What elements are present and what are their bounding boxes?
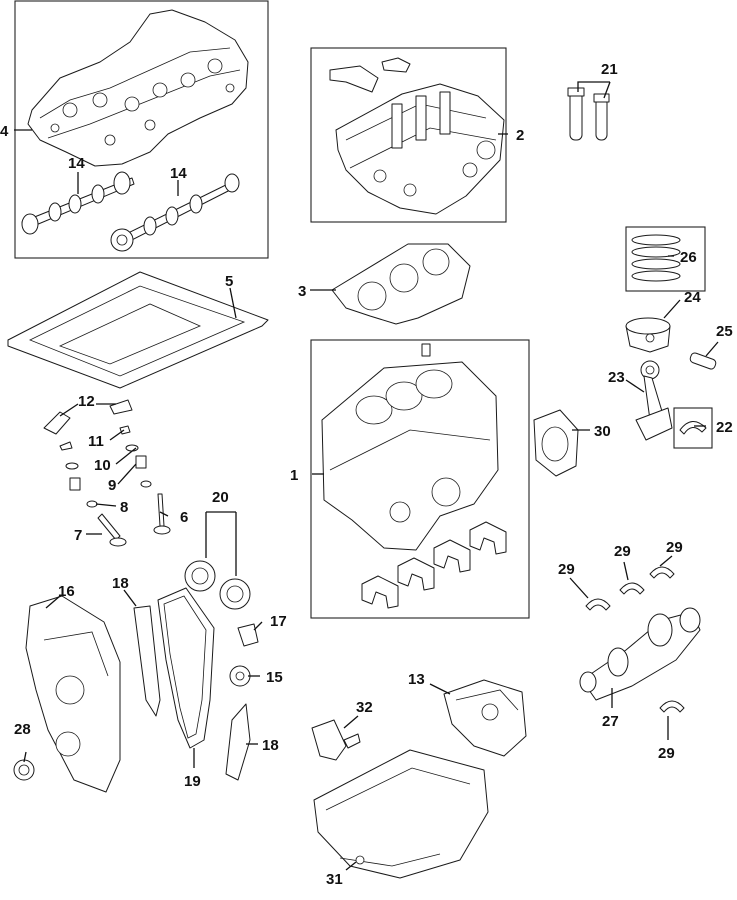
callout-29-upper-3: 29 xyxy=(666,539,683,556)
callout-12: 12 xyxy=(78,393,95,410)
hydraulic-lash-adjusters xyxy=(567,87,610,141)
callout-29-upper-1: 29 xyxy=(558,561,575,578)
cylinder-head xyxy=(329,57,505,215)
callout-4: 4 xyxy=(0,123,9,140)
cylinder-block xyxy=(321,343,499,551)
rocker-arms xyxy=(43,399,133,435)
callout-23: 23 xyxy=(608,369,625,386)
thrust-bearing xyxy=(659,700,685,713)
valve-seals xyxy=(86,480,152,508)
callout-6: 6 xyxy=(180,509,188,526)
exhaust-camshaft xyxy=(110,173,240,252)
chain-guide-rear xyxy=(225,703,251,781)
callout-11: 11 xyxy=(88,433,104,450)
main-bearing-upper-2 xyxy=(619,582,645,595)
crank-front-seal xyxy=(13,759,35,781)
callout-5: 5 xyxy=(225,273,233,290)
piston-pin xyxy=(689,352,717,370)
cylinder-block-box xyxy=(310,339,530,619)
crankshaft xyxy=(579,607,701,701)
callout-18-front: 18 xyxy=(112,575,129,592)
callout-2: 2 xyxy=(516,127,524,144)
callout-22: 22 xyxy=(716,419,733,436)
callout-14-exhaust: 14 xyxy=(170,165,187,182)
callout-9: 9 xyxy=(108,477,116,494)
timing-cover xyxy=(25,595,121,793)
callout-25: 25 xyxy=(716,323,733,340)
callout-1: 1 xyxy=(290,467,298,484)
callout-29-thrust: 29 xyxy=(658,745,675,762)
callout-32: 32 xyxy=(356,699,373,716)
oil-level-sensor xyxy=(311,719,361,761)
exhaust-valve xyxy=(153,493,171,535)
callout-17: 17 xyxy=(270,613,287,630)
callout-7: 7 xyxy=(74,527,82,544)
callout-8: 8 xyxy=(120,499,128,516)
callout-31: 31 xyxy=(326,871,343,888)
main-bearing-upper-1 xyxy=(585,598,611,611)
rear-main-seal xyxy=(533,409,579,477)
callout-13: 13 xyxy=(408,671,425,688)
piston xyxy=(625,317,671,353)
leader-lines xyxy=(14,81,719,871)
oil-pump xyxy=(443,679,527,757)
head-gasket xyxy=(331,243,471,325)
main-bearing-caps xyxy=(361,521,507,609)
timing-chain xyxy=(157,587,215,749)
rod-bearing xyxy=(679,421,707,435)
callout-29-upper-2: 29 xyxy=(614,543,631,560)
callout-3: 3 xyxy=(298,283,306,300)
callout-20: 20 xyxy=(212,489,229,506)
callout-21: 21 xyxy=(601,61,618,78)
piston-rings xyxy=(631,234,681,282)
main-bearing-upper-3 xyxy=(649,566,675,579)
callout-16: 16 xyxy=(58,583,75,600)
crank-sprocket xyxy=(229,665,251,687)
callout-24: 24 xyxy=(684,289,701,306)
oil-pan-gasket xyxy=(7,271,269,389)
cylinder-head-assembly-box xyxy=(310,47,507,223)
callout-18-rear: 18 xyxy=(262,737,279,754)
chain-tensioner xyxy=(237,623,259,647)
callout-27: 27 xyxy=(602,713,619,730)
callout-labels: 4 2 3 5 1 6 7 8 9 10 11 12 13 14 14 15 1… xyxy=(0,61,733,888)
callout-28: 28 xyxy=(14,721,31,738)
valve-springs xyxy=(69,455,147,491)
camshaft-carrier xyxy=(27,9,249,167)
chain-guide-front xyxy=(133,605,161,717)
callout-26: 26 xyxy=(680,249,697,266)
callout-10: 10 xyxy=(94,457,111,474)
connecting-rod xyxy=(635,360,673,441)
piston-rings-box xyxy=(625,226,706,292)
oil-pan xyxy=(313,749,489,879)
callout-15: 15 xyxy=(266,669,283,686)
intake-camshaft xyxy=(21,171,135,235)
callout-30: 30 xyxy=(594,423,611,440)
vvt-phasers xyxy=(184,560,251,610)
callout-19: 19 xyxy=(184,773,201,790)
rod-bearing-box xyxy=(673,407,713,449)
intake-valve xyxy=(97,513,127,547)
callout-14-intake: 14 xyxy=(68,155,85,172)
